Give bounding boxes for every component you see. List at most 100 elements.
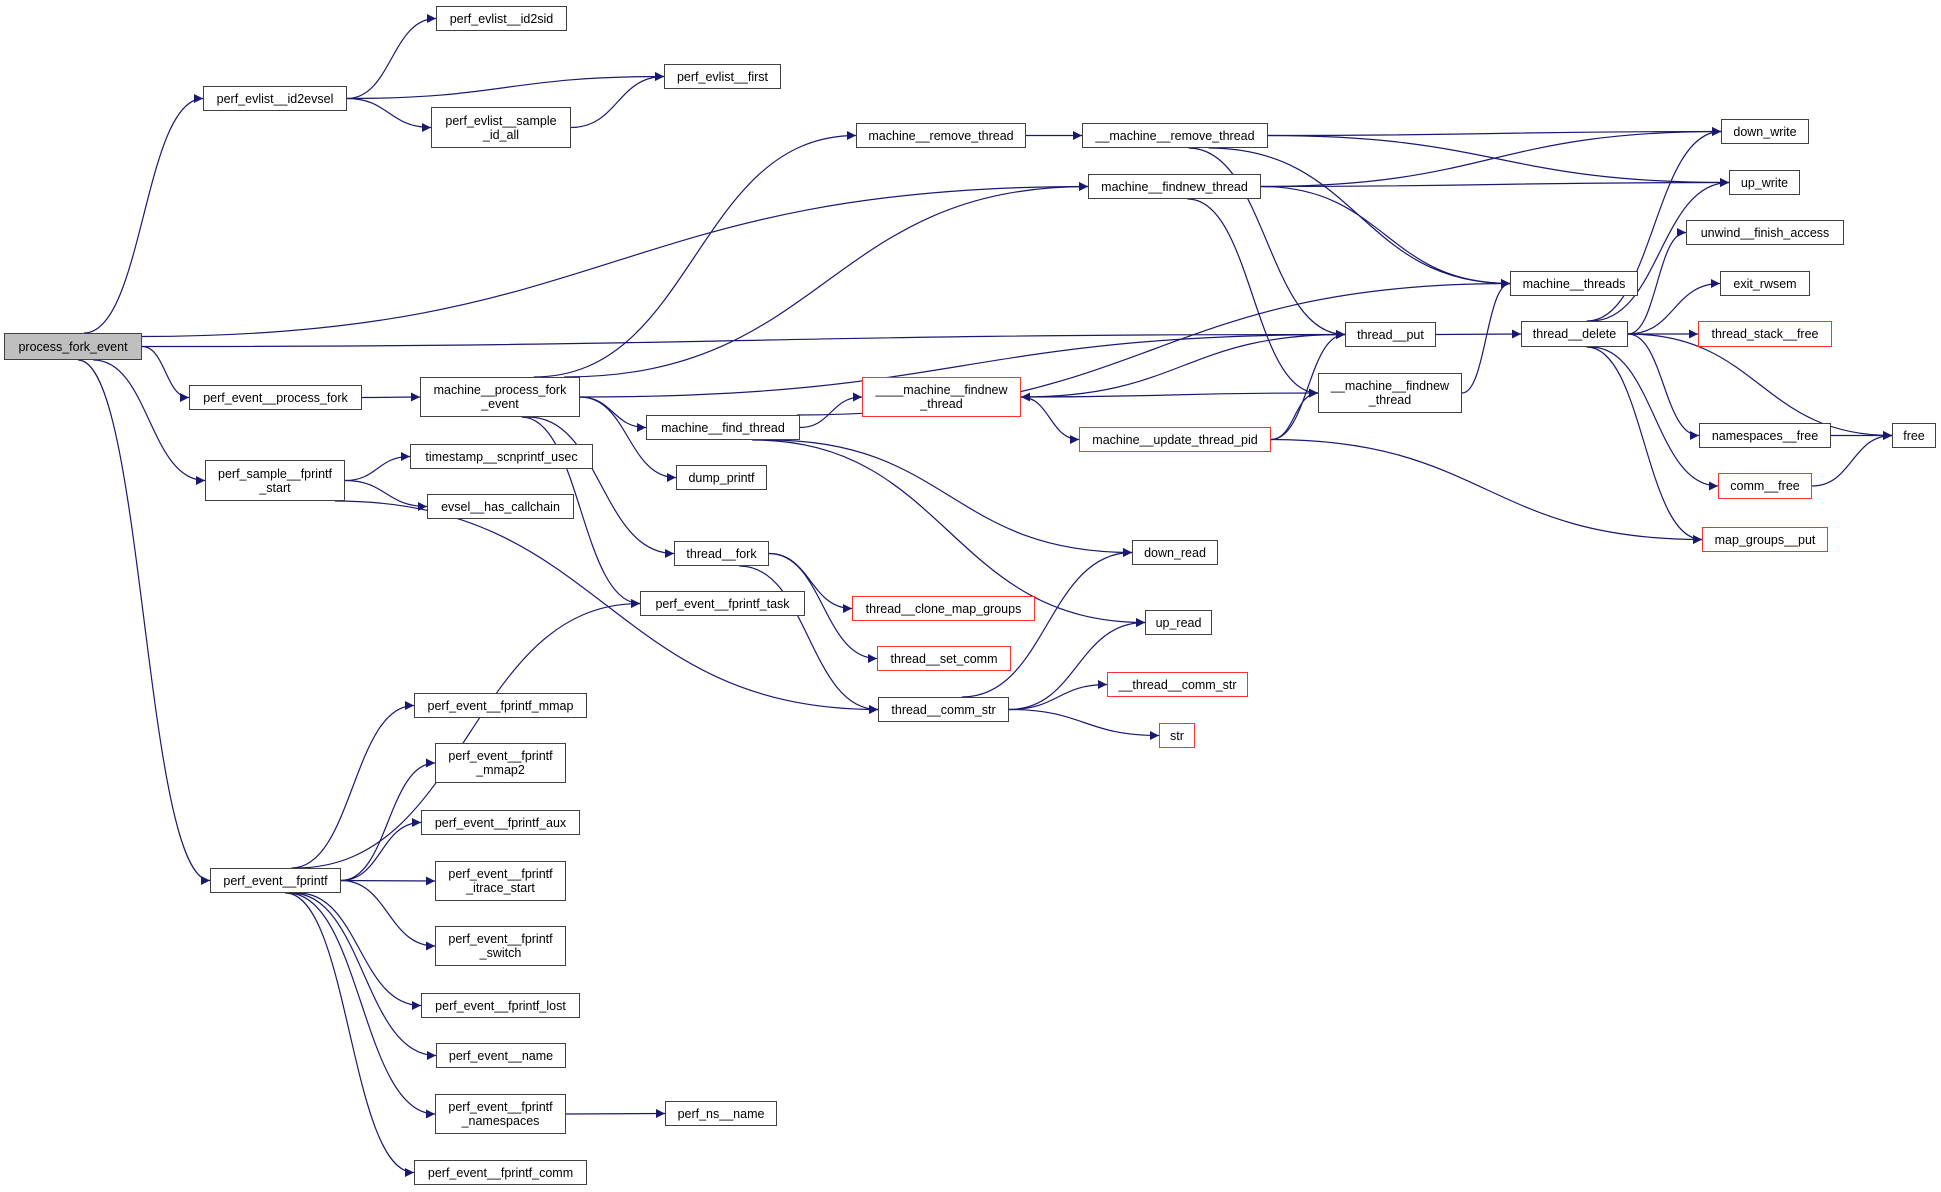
edge-perf_event__fprintf-to-perf_event__fprintf_namespaces [287, 892, 436, 1119]
node-perf-event-fprintf[interactable]: perf_event__fprintf [210, 868, 341, 893]
edge-thread__fork-to-thread__comm_str [739, 565, 879, 714]
edge-thread__delete-to-unwind__finish_access [1627, 228, 1687, 335]
node-unwind-finish-access[interactable]: unwind__finish_access [1686, 220, 1844, 245]
edge-perf_event__fprintf_namespaces-to-perf_ns__name [565, 1109, 666, 1119]
edge-process_fork_event-to-machine__findnew_thread [141, 182, 1089, 338]
edge-process_fork_event-to-perf_evlist__id2evsel [83, 94, 204, 334]
edge-perf_event__fprintf-to-perf_event__fprintf_mmap [291, 701, 415, 869]
node-evsel-has-callchain[interactable]: evsel__has_callchain [427, 494, 574, 519]
node-machine-threads[interactable]: machine__threads [1510, 271, 1638, 296]
edge-perf_event__fprintf-to-perf_event__fprintf_aux [340, 818, 422, 882]
node-thread-clone-map-groups[interactable]: thread__clone_map_groups [852, 596, 1035, 621]
node-exit-rwsem[interactable]: exit_rwsem [1720, 271, 1810, 296]
edge-perf_evlist__sample_id_all-to-perf_evlist__first [570, 72, 665, 129]
edge-perf_event__fprintf-to-perf_event__fprintf_mmap2 [340, 758, 436, 882]
node-thread-delete[interactable]: thread__delete [1521, 321, 1628, 347]
node-thread-put[interactable]: thread__put [1345, 322, 1436, 347]
edge-process_fork_event-to-perf_sample__fprintf_start [93, 359, 206, 485]
node-perf-event-name[interactable]: perf_event__name [436, 1043, 566, 1068]
node-map-groups-put[interactable]: map_groups__put [1702, 527, 1828, 552]
edge-perf_event__process_fork-to-machine__process_fork_event [361, 392, 421, 402]
edge-perf_event__fprintf-to-perf_event__fprintf_switch [340, 879, 436, 951]
edge-machine__find_thread-to-down_read [768, 439, 1133, 557]
node-internal-machine-remove-thread[interactable]: __machine__remove_thread [1082, 123, 1268, 148]
edge-____machine__findnew_thread-to-thread__put [1020, 330, 1346, 398]
edge-thread__delete-to-map_groups__put [1586, 346, 1703, 544]
edge-perf_sample__fprintf_start-to-evsel__has_callchain [344, 479, 428, 511]
edge-thread__comm_str-to-up_read [1008, 618, 1146, 711]
node-perf-event-fprintf-namespaces[interactable]: perf_event__fprintf _namespaces [435, 1094, 566, 1134]
edge-perf_evlist__id2evsel-to-perf_evlist__first [346, 72, 665, 100]
node-perf-ns-name[interactable]: perf_ns__name [665, 1101, 777, 1126]
edge-machine__process_fork_event-to-thread__put [579, 330, 1346, 398]
edge-machine__process_fork_event-to-machine__find_thread [579, 396, 647, 432]
node-quad-machine-findnew-thread[interactable]: ____machine__findnew _thread [862, 377, 1021, 417]
edge-perf_event__fprintf-to-perf_event__fprintf_lost [297, 892, 422, 1010]
edge-machine__process_fork_event-to-dump_printf [579, 396, 677, 482]
edge-process_fork_event-to-thread__put [141, 330, 1346, 348]
edge-__machine__remove_thread-to-thread__put [1188, 147, 1346, 339]
node-perf-evlist-sample-id-all[interactable]: perf_evlist__sample _id_all [431, 107, 571, 148]
edge-machine__findnew_thread-to-up_write [1260, 178, 1730, 188]
edge-machine__process_fork_event-to-perf_event__fprintf_task [521, 416, 641, 608]
node-up-read[interactable]: up_read [1145, 610, 1212, 635]
node-thread-set-comm[interactable]: thread__set_comm [877, 646, 1011, 671]
edge-__machine__findnew_thread-to-machine__threads [1461, 279, 1511, 394]
edge-perf_sample__fprintf_start-to-timestamp__scnprintf_usec [344, 452, 411, 482]
node-machine-update-thread-pid[interactable]: machine__update_thread_pid [1079, 427, 1271, 452]
edge-thread__comm_str-to-str [1008, 708, 1160, 740]
edge-machine__process_fork_event-to-thread__fork [528, 416, 675, 558]
node-dump-printf[interactable]: dump_printf [676, 465, 767, 490]
node-perf-event-fprintf-switch[interactable]: perf_event__fprintf _switch [435, 926, 566, 966]
edge-thread__delete-to-up_write [1590, 178, 1730, 322]
edge-process_fork_event-to-perf_event__process_fork [141, 345, 190, 402]
node-perf-event-fprintf-mmap2[interactable]: perf_event__fprintf _mmap2 [435, 743, 566, 783]
node-machine-findnew-thread[interactable]: machine__findnew_thread [1088, 174, 1261, 199]
edge-thread__fork-to-thread__set_comm [768, 552, 878, 663]
node-perf-event-fprintf-mmap[interactable]: perf_event__fprintf_mmap [414, 693, 587, 718]
node-thread-fork[interactable]: thread__fork [674, 541, 769, 566]
node-thread-comm-str[interactable]: thread__comm_str [878, 697, 1009, 722]
node-perf-event-fprintf-lost[interactable]: perf_event__fprintf_lost [421, 993, 580, 1018]
edge-machine__findnew_thread-to-down_write [1260, 127, 1722, 188]
node-machine-find-thread[interactable]: machine__find_thread [646, 415, 800, 440]
node-perf-sample-fprintf-start[interactable]: perf_sample__fprintf _start [205, 460, 345, 501]
edge-thread__delete-to-exit_rwsem [1627, 279, 1721, 335]
edge-thread__delete-to-namespaces__free [1627, 333, 1700, 440]
node-comm-free[interactable]: comm__free [1718, 473, 1812, 499]
node-machine-remove-thread[interactable]: machine__remove_thread [856, 123, 1026, 148]
edge-machine__findnew_thread-to-machine__threads [1260, 185, 1511, 288]
node-machine-process-fork-event[interactable]: machine__process_fork _event [420, 377, 580, 417]
node-perf-event-fprintf-comm[interactable]: perf_event__fprintf_comm [414, 1160, 587, 1185]
edge-perf_evlist__id2evsel-to-perf_evlist__sample_id_all [346, 97, 432, 132]
node-timestamp-scnprintf-usec[interactable]: timestamp__scnprintf_usec [410, 444, 593, 469]
node-perf-event-fprintf-itrace-start[interactable]: perf_event__fprintf _itrace_start [435, 861, 566, 901]
node-free[interactable]: free [1892, 423, 1936, 448]
node-down-read[interactable]: down_read [1132, 540, 1218, 565]
node-down-write[interactable]: down_write [1721, 119, 1809, 144]
node-perf-event-fprintf-aux[interactable]: perf_event__fprintf_aux [421, 810, 580, 835]
edge-__machine__remove_thread-to-down_write [1267, 127, 1722, 137]
node-perf-event-process-fork[interactable]: perf_event__process_fork [189, 385, 362, 410]
edge-comm__free-to-free [1811, 431, 1893, 487]
node-thread-stack-free[interactable]: thread_stack__free [1698, 321, 1832, 347]
edge-perf_evlist__id2evsel-to-perf_evlist__id2sid [346, 14, 437, 100]
edge-machine__process_fork_event-to-machine__findnew_thread [564, 182, 1089, 378]
edge-process_fork_event-to-perf_event__fprintf [78, 359, 211, 885]
edge-thread__comm_str-to-down_read [961, 548, 1133, 698]
node-namespaces-free[interactable]: namespaces__free [1699, 423, 1831, 448]
edge-thread__delete-to-free [1627, 333, 1893, 440]
node-internal-thread-comm-str[interactable]: __thread__comm_str [1107, 672, 1248, 697]
node-perf-evlist-id2evsel[interactable]: perf_evlist__id2evsel [203, 86, 347, 111]
node-perf-evlist-id2sid[interactable]: perf_evlist__id2sid [436, 6, 567, 31]
node-str[interactable]: str [1159, 723, 1195, 748]
edge-machine__find_thread-to-____machine__findnew_thread [799, 392, 863, 429]
node-internal-machine-findnew-thread[interactable]: __machine__findnew _thread [1318, 373, 1462, 413]
edge-perf_event__fprintf-to-perf_event__fprintf_comm [285, 892, 415, 1177]
node-perf-evlist-first[interactable]: perf_evlist__first [664, 64, 781, 89]
edge-thread__comm_str-to-__thread__comm_str [1008, 680, 1108, 711]
node-up-write[interactable]: up_write [1729, 170, 1800, 195]
node-perf-event-fprintf-task[interactable]: perf_event__fprintf_task [640, 591, 805, 616]
edge-thread__delete-to-comm__free [1590, 346, 1719, 491]
